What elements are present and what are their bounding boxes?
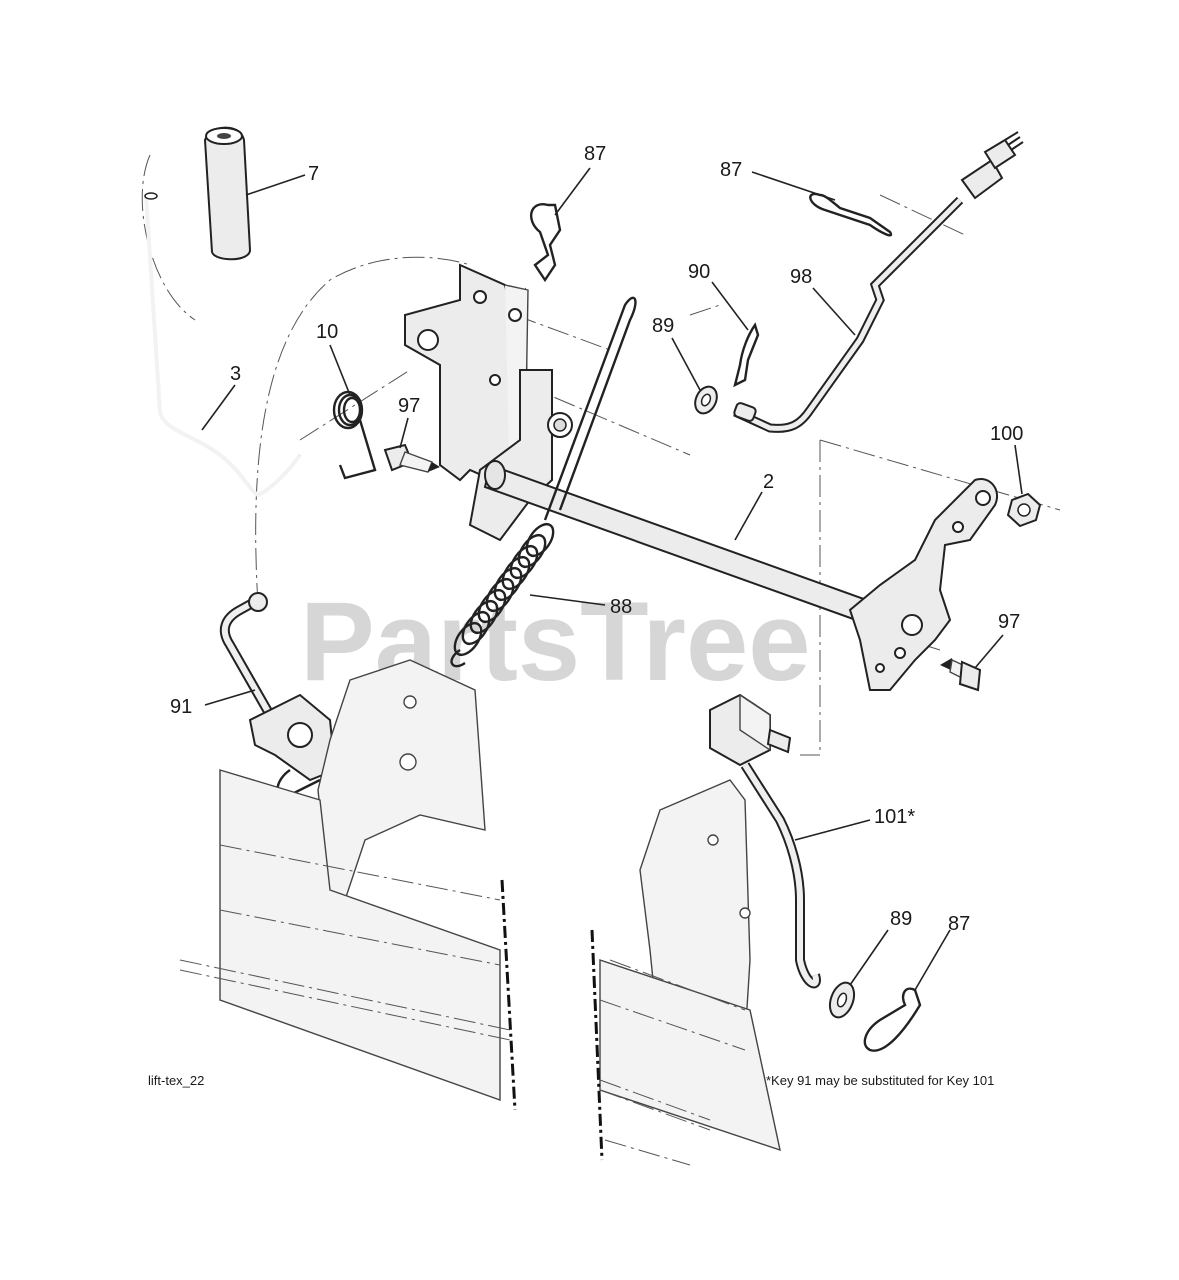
callout-87-upper-right: 87 [720, 159, 742, 181]
callout-87-lower: 87 [948, 913, 970, 935]
callout-7: 7 [308, 163, 319, 185]
callout-97-left: 97 [398, 395, 420, 417]
callout-90: 90 [688, 261, 710, 283]
adjustment-rod-98[interactable] [733, 131, 1024, 433]
callout-101: 101* [874, 806, 915, 828]
lift-link-101[interactable] [709, 693, 821, 989]
washer-89-upper[interactable] [691, 383, 721, 417]
lift-arm-right [848, 478, 998, 691]
cotter-pin-90[interactable] [733, 322, 760, 388]
mower-deck [219, 659, 781, 1152]
leader-lines [201, 167, 1023, 991]
callout-87-top: 87 [584, 143, 606, 165]
hairpin-clip-87-top[interactable] [529, 203, 562, 283]
callout-88: 88 [610, 596, 632, 618]
figure-id: lift-tex_22 [148, 1073, 204, 1088]
callout-2: 2 [763, 471, 774, 493]
callout-89-lower: 89 [890, 908, 912, 930]
callout-3: 3 [230, 363, 241, 385]
nut-100[interactable] [1006, 492, 1042, 528]
footnote: *Key 91 may be substituted for Key 101 [766, 1073, 994, 1088]
callout-98: 98 [790, 266, 812, 288]
bolt-97-left[interactable] [383, 443, 440, 473]
callout-10: 10 [316, 321, 338, 343]
hairpin-clip-87-lower[interactable] [863, 987, 922, 1052]
callout-100: 100 [990, 423, 1023, 445]
hairpin-clip-87-upper-right[interactable] [809, 192, 893, 237]
deck-reference-lines [179, 844, 746, 1166]
bolt-97-right[interactable] [940, 658, 982, 692]
handle-grip-7[interactable] [203, 126, 252, 261]
callout-labels: 7 87 87 90 98 89 10 3 97 100 2 88 97 91 … [170, 143, 1023, 935]
extension-spring-88[interactable] [449, 296, 637, 668]
washer-89-lower[interactable] [826, 979, 859, 1020]
callout-89-upper: 89 [652, 315, 674, 337]
callout-97-right: 97 [998, 611, 1020, 633]
lift-handle-3[interactable] [144, 192, 302, 498]
callout-91: 91 [170, 696, 192, 718]
